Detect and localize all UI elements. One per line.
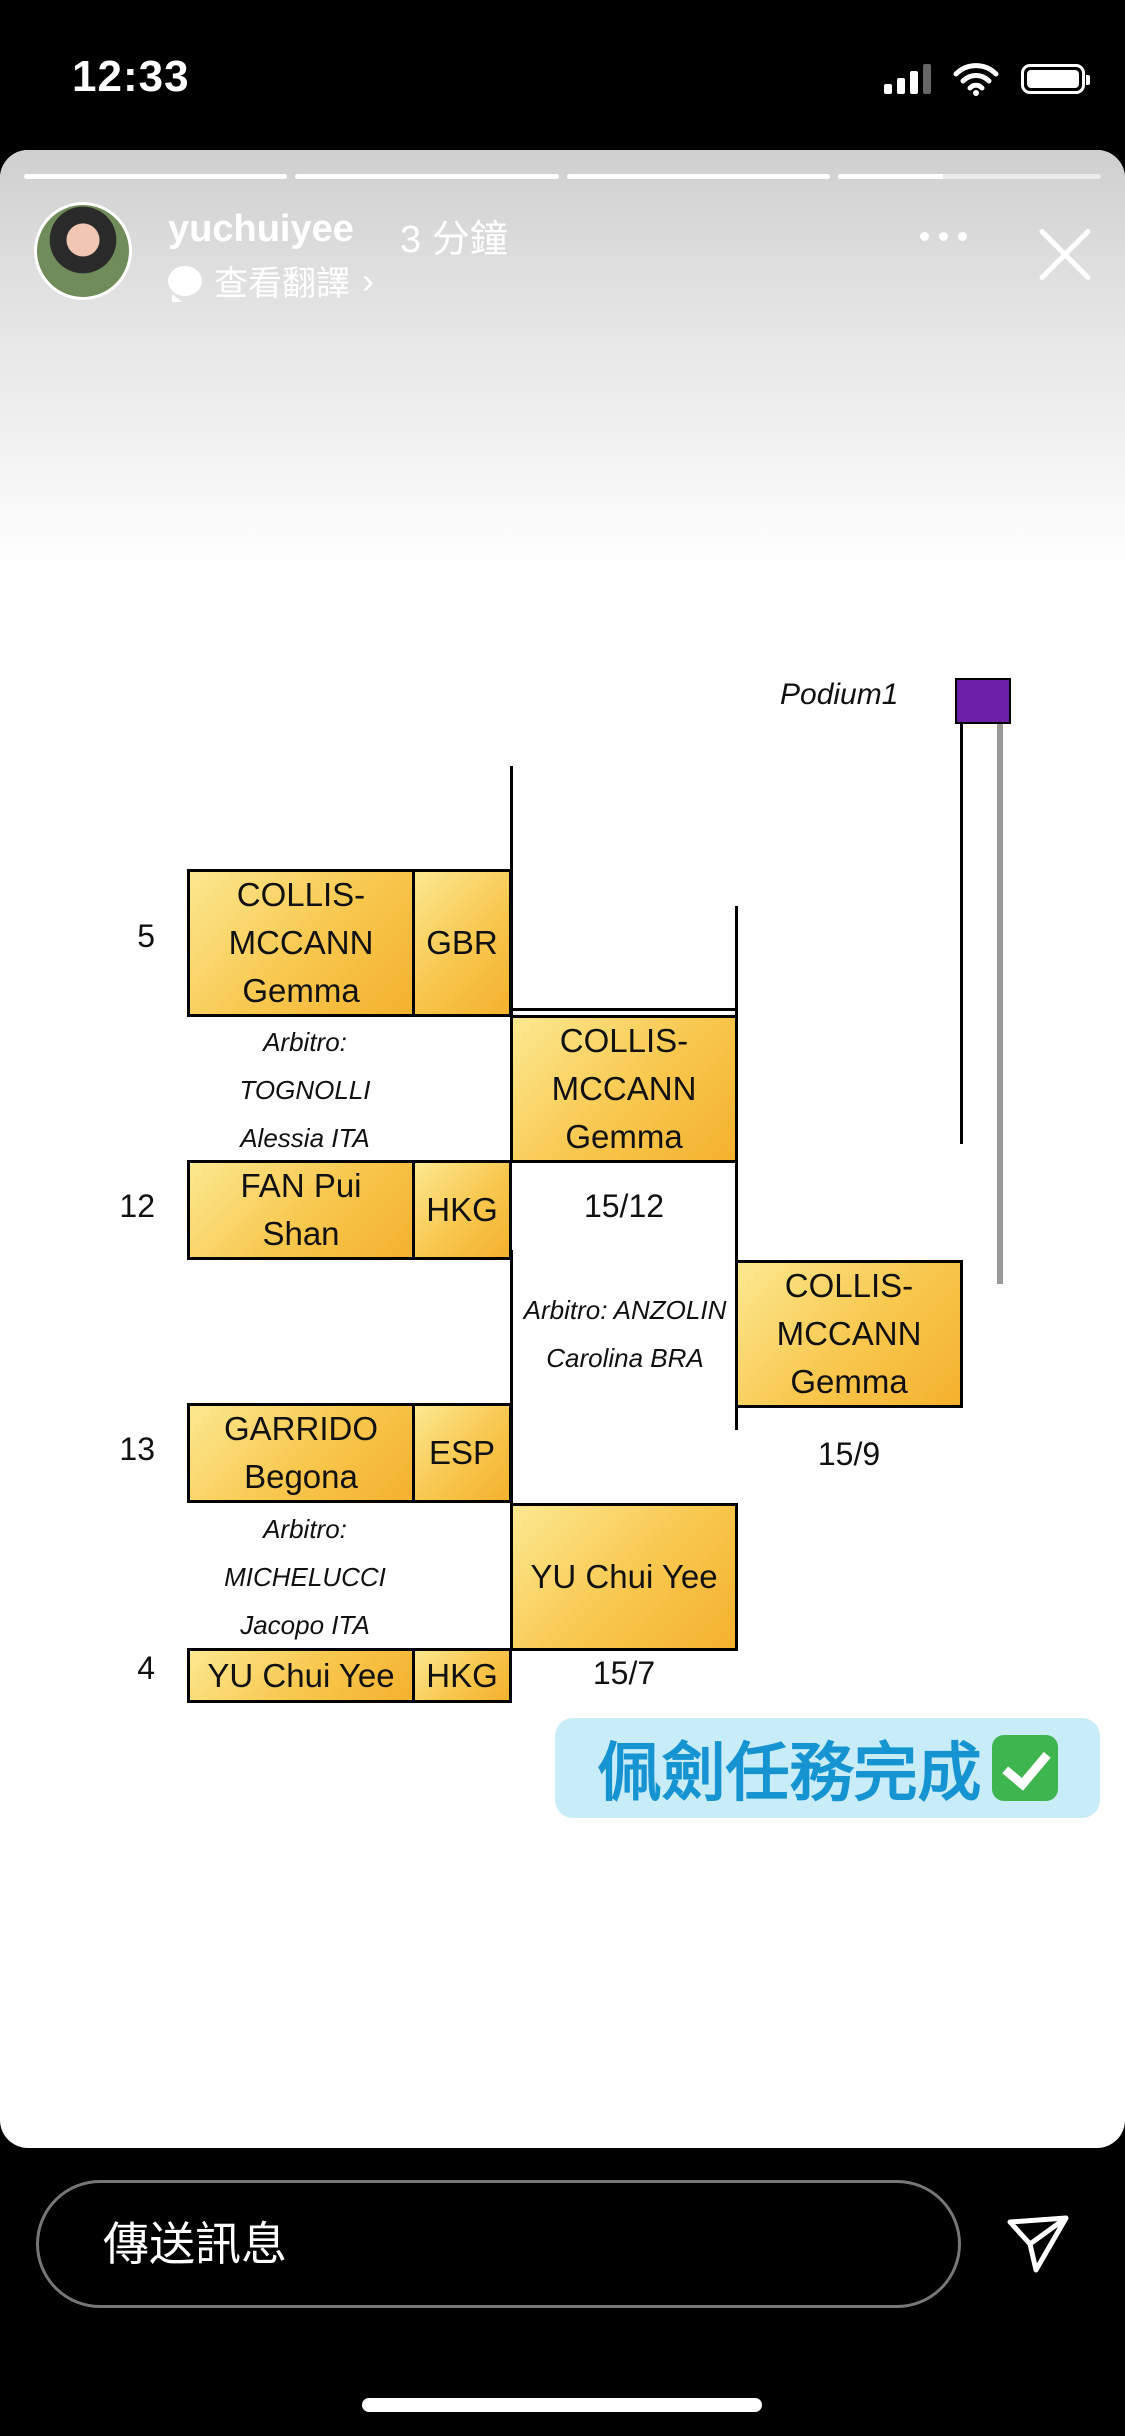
header-gradient: [0, 150, 1125, 570]
text-sticker: 佩劍任務完成: [555, 1718, 1100, 1818]
fencing-bracket: Podium1 5 COLLIS- MCCANN Gemma GBR Arbit…: [115, 678, 1015, 1703]
fencer-name: COLLIS- MCCANN Gemma: [187, 869, 415, 1017]
fencer-country: ESP: [412, 1403, 512, 1503]
final-score: 15/9: [817, 1436, 881, 1472]
close-icon[interactable]: [1030, 220, 1100, 290]
progress-segment: [837, 174, 1101, 179]
referee-info: Arbitro: TOGNOLLI Alessia ITA: [239, 1027, 371, 1153]
check-mark-icon: [991, 1735, 1058, 1801]
seed-number: 13: [119, 1431, 155, 1467]
podium-flag: [955, 678, 1011, 724]
bout-score: 15/12: [583, 1188, 665, 1224]
round2-winner: YU Chui Yee: [510, 1503, 738, 1651]
translate-link[interactable]: 查看翻譯 ›: [168, 256, 374, 305]
seed-number: 4: [137, 1650, 155, 1686]
wifi-icon: [953, 63, 999, 96]
status-icons: [884, 62, 1090, 96]
referee-info: Arbitro: ANZOLIN Carolina BRA: [523, 1295, 727, 1373]
progress-segment: [566, 174, 830, 179]
more-options-icon[interactable]: [920, 232, 967, 241]
round2-winner: COLLIS- MCCANN Gemma: [510, 1015, 738, 1163]
battery-icon: [1021, 64, 1090, 94]
message-input[interactable]: 傳送訊息: [36, 2180, 961, 2308]
fencer-name: YU Chui Yee: [187, 1648, 415, 1703]
progress-segment: [24, 174, 288, 179]
seed-number: 12: [119, 1188, 155, 1224]
fencer-country: HKG: [412, 1160, 512, 1260]
progress-segment: [295, 174, 559, 179]
status-bar: 12:33: [0, 0, 1125, 150]
fencer-name: FAN Pui Shan: [187, 1160, 415, 1260]
fencer-name: GARRIDO Begona: [187, 1403, 415, 1503]
fencer-country: HKG: [412, 1648, 512, 1703]
referee-info: Arbitro: MICHELUCCI Jacopo ITA: [224, 1514, 386, 1640]
status-time: 12:33: [72, 52, 190, 101]
final-winner: COLLIS- MCCANN Gemma: [735, 1260, 963, 1408]
username[interactable]: yuchuiyee: [168, 208, 354, 250]
story-progress: [24, 174, 1101, 179]
time-ago: 3 分鐘: [400, 219, 508, 261]
fencer-country: GBR: [412, 869, 512, 1017]
send-icon[interactable]: [1006, 2212, 1070, 2276]
sticker-text: 佩劍任務完成: [597, 1737, 982, 1809]
podium-label: Podium1: [780, 678, 899, 711]
chevron-right-icon: ›: [362, 259, 374, 301]
seed-number: 5: [137, 918, 155, 954]
translate-label: 查看翻譯: [214, 265, 350, 303]
home-indicator: [362, 2398, 762, 2412]
scroll-bar: [997, 724, 1003, 1284]
avatar[interactable]: [34, 202, 132, 300]
speech-bubble-icon: [168, 265, 202, 302]
signal-icon: [884, 64, 931, 94]
story-viewer[interactable]: yuchuiyee 3 分鐘 查看翻譯 › Podium1 5 COLLIS- …: [0, 150, 1125, 2148]
bout-score: 15/7: [592, 1655, 656, 1691]
